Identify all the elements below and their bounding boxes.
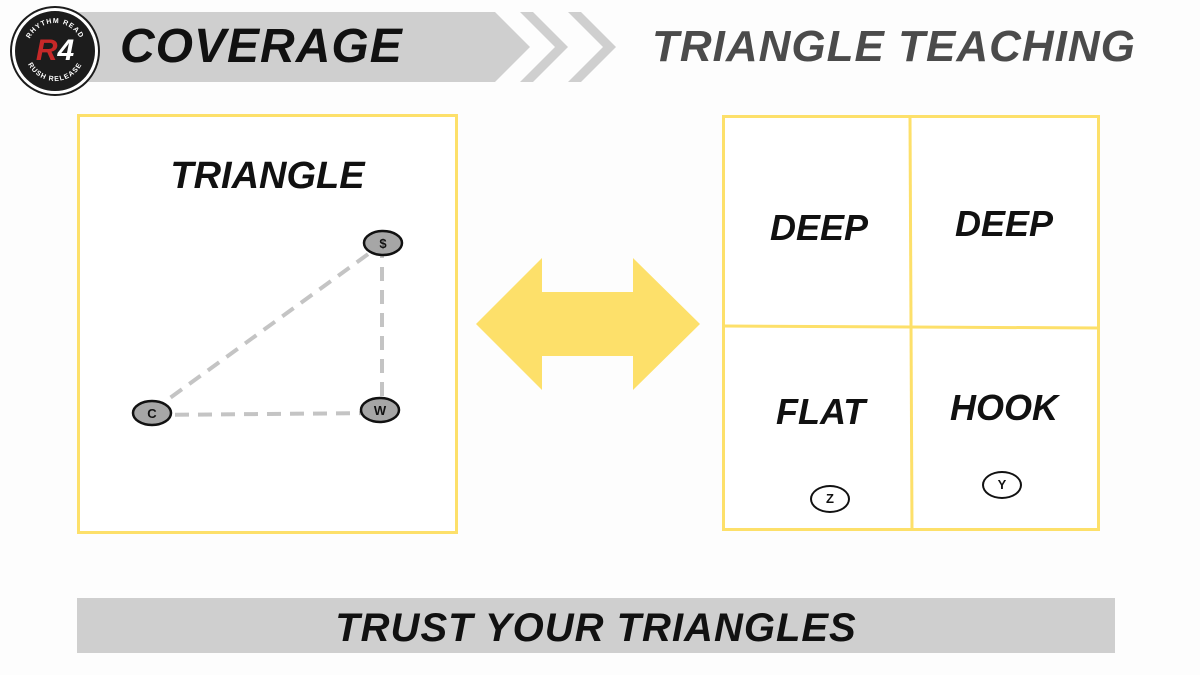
player-y: Y [982, 471, 1022, 499]
logo-letter: R [35, 34, 58, 67]
double-arrow-icon [476, 258, 700, 390]
dashed-link-corner-safety [150, 242, 384, 413]
page-title: COVERAGE [120, 20, 403, 73]
zone-grid-lines [722, 115, 1100, 531]
player-safety-label: $ [379, 236, 387, 251]
player-will: W [359, 396, 401, 424]
player-safety: $ [362, 229, 404, 257]
footer-text: TRUST YOUR TRIANGLES [335, 606, 857, 650]
logo-number: 4 [57, 34, 75, 67]
zone-hook: HOOK [950, 387, 1058, 428]
dashed-link-corner-will [151, 411, 379, 417]
triangle-diagram: $ C W [131, 229, 404, 427]
triangle-panel: $ C W TRIANGLE [77, 114, 458, 534]
page-subtitle: TRIANGLE TEACHING [652, 22, 1136, 71]
player-z: Z [810, 485, 850, 513]
player-corner: C [131, 399, 173, 427]
r4-logo: RHYTHM READ RUSH RELEASE R4 [12, 8, 98, 94]
header-banner [40, 12, 530, 82]
chevron-right-icon [568, 12, 616, 82]
triangle-title: TRIANGLE [170, 155, 365, 197]
footer-banner: TRUST YOUR TRIANGLES [77, 598, 1115, 653]
player-will-label: W [374, 403, 387, 418]
logo-ring: RHYTHM READ RUSH RELEASE [25, 18, 83, 83]
zone-deep-right: DEEP [955, 203, 1054, 244]
logo-mark: R4 [15, 34, 95, 68]
zone-flat: FLAT [776, 391, 866, 432]
zone-deep-left: DEEP [770, 207, 869, 248]
zone-grid: DEEP DEEP FLAT HOOK Z Y [722, 115, 1100, 531]
player-corner-label: C [147, 406, 157, 421]
